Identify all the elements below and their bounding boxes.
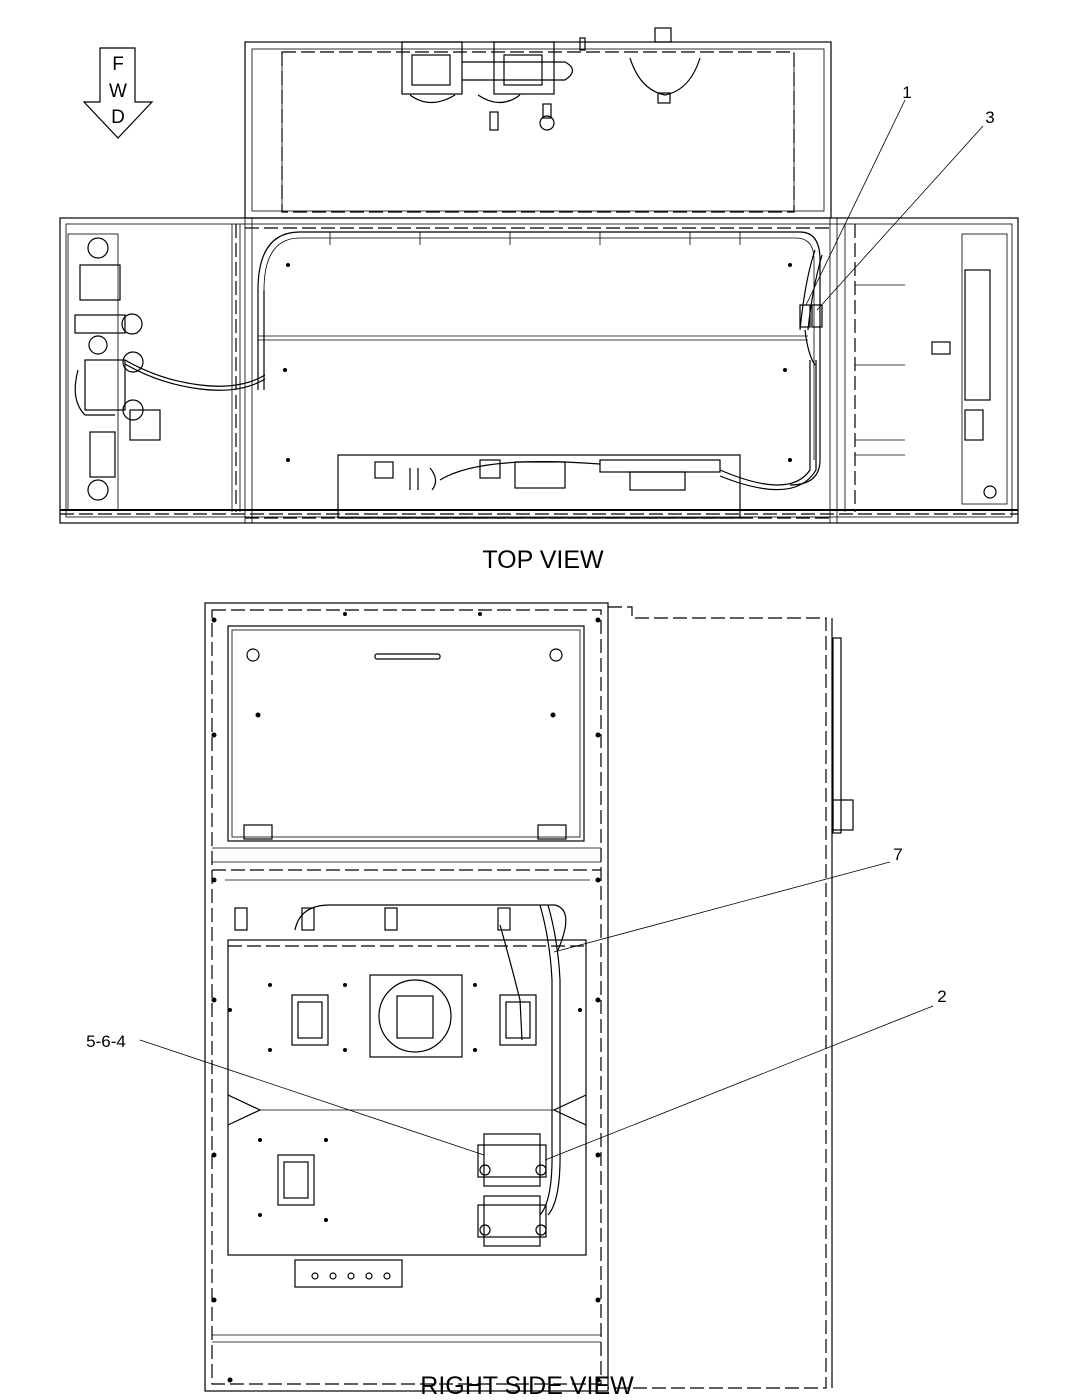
- callout-leader-2: [544, 1005, 934, 1161]
- top-view-drawing: [59, 27, 1019, 524]
- right-side-view-label: RIGHT SIDE VIEW: [420, 1372, 634, 1400]
- callout-1: 1: [902, 83, 911, 102]
- callout-7: 7: [893, 845, 902, 864]
- callout-leader-3: [816, 125, 984, 311]
- fwd-letter-w: W: [109, 81, 127, 102]
- forward-direction-arrow: F W D: [82, 47, 154, 139]
- callout-leader-7: [553, 861, 891, 953]
- callout-3: 3: [985, 108, 994, 127]
- fwd-letter-d: D: [111, 107, 125, 128]
- callout-2: 2: [937, 987, 946, 1006]
- callout-5-6-4: 5-6-4: [86, 1032, 126, 1051]
- top-view-label: TOP VIEW: [482, 546, 604, 574]
- right-side-view-drawing: [204, 602, 854, 1392]
- fwd-letter-f: F: [112, 54, 124, 75]
- callout-leader-1: [805, 99, 906, 306]
- callout-leader-5-6-4: [139, 1039, 485, 1156]
